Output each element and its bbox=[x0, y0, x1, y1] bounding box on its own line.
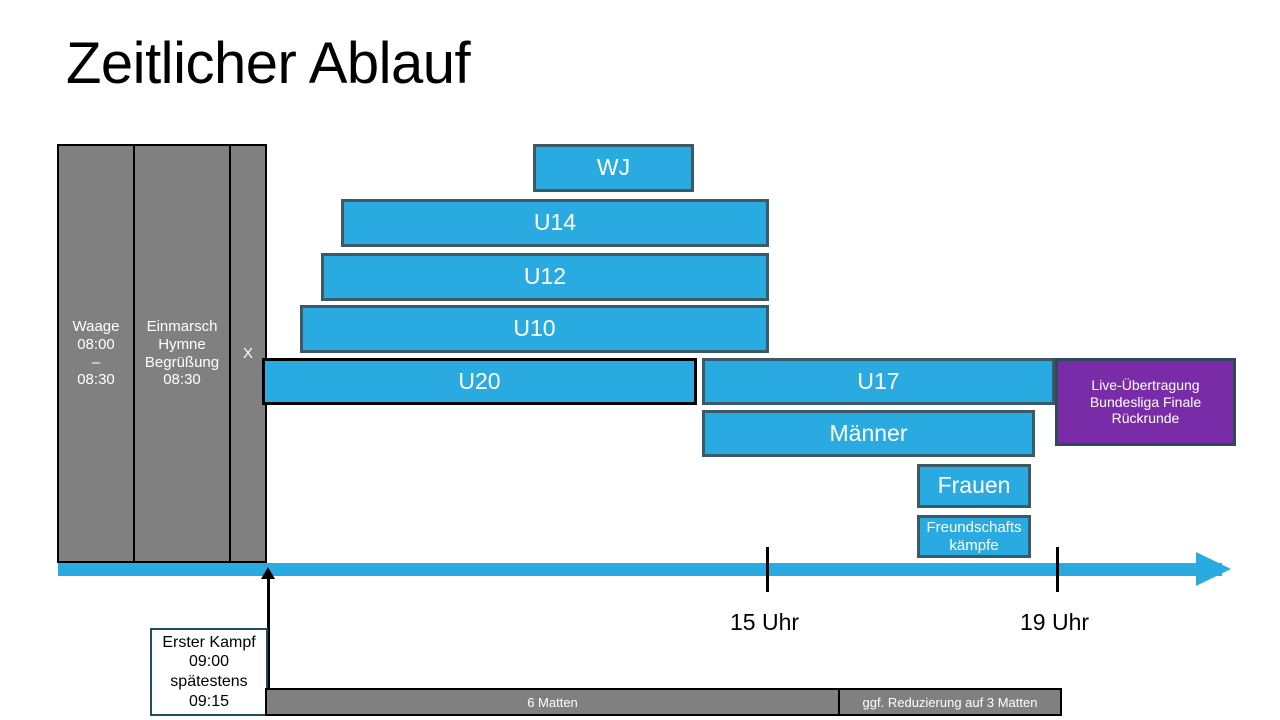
mat-segment-reduzierung: ggf. Reduzierung auf 3 Matten bbox=[838, 690, 1060, 714]
mat-segment-reduzierung-label: ggf. Reduzierung auf 3 Matten bbox=[862, 694, 1038, 710]
einmarsch-line-1: Einmarsch bbox=[146, 318, 218, 336]
age-bar-u12-label: U12 bbox=[523, 263, 567, 290]
age-bar-u12: U12 bbox=[321, 253, 769, 301]
age-bar-u20: U20 bbox=[262, 358, 697, 405]
timeline-tick-15-uhr bbox=[766, 547, 769, 592]
prep-block-x-label: X bbox=[242, 344, 253, 362]
waage-line-1: Waage bbox=[72, 318, 120, 336]
age-bar-freundschaftskaempfe: Freundschafts kämpfe bbox=[917, 515, 1031, 558]
waage-line-3: – bbox=[91, 353, 101, 371]
age-bar-u17-label: U17 bbox=[857, 367, 900, 394]
age-bar-freundschaftskaempfe-label: Freundschafts kämpfe bbox=[926, 519, 1021, 554]
mat-segment-6-matten-label: 6 Matten bbox=[527, 694, 578, 710]
mat-capacity-bar: 6 Matten ggf. Reduzierung auf 3 Matten bbox=[265, 688, 1062, 716]
callout-line-3: spätestens bbox=[170, 673, 248, 690]
age-bar-wj: WJ bbox=[533, 144, 694, 192]
callout-connector-line bbox=[267, 576, 270, 708]
broadcast-line-3: Rückrunde bbox=[1111, 410, 1180, 427]
prep-block-einmarsch-label: Einmarsch Hymne Begrüßung 08:30 bbox=[145, 318, 219, 389]
age-bar-u10-label: U10 bbox=[513, 315, 556, 342]
age-bar-frauen: Frauen bbox=[917, 464, 1031, 508]
live-broadcast-label: Live-Übertragung Bundesliga Finale Rückr… bbox=[1090, 377, 1201, 427]
timeline-axis bbox=[58, 563, 1222, 576]
waage-line-2: 08:00 bbox=[77, 335, 115, 353]
callout-line-1: Erster Kampf bbox=[162, 633, 256, 651]
age-bar-u14-label: U14 bbox=[533, 209, 577, 236]
page-title: Zeitlicher Ablauf bbox=[66, 31, 471, 96]
callout-erster-kampf: Erster Kampf 09:00 spätestens 09:15 bbox=[150, 628, 268, 716]
age-bar-u17: U17 bbox=[702, 358, 1055, 405]
broadcast-line-1: Live-Übertragung bbox=[1091, 377, 1200, 394]
prep-block-waage-label: Waage 08:00 – 08:30 bbox=[73, 318, 120, 389]
timeline-tick-19-uhr bbox=[1056, 547, 1059, 592]
einmarsch-line-2: Hymne bbox=[158, 335, 206, 353]
age-bar-maenner: Männer bbox=[702, 410, 1035, 457]
age-bar-frauen-label: Frauen bbox=[937, 472, 1011, 499]
mat-segment-6-matten: 6 Matten bbox=[267, 690, 838, 714]
prep-block-waage: Waage 08:00 – 08:30 bbox=[57, 144, 135, 563]
timeline-tick-label-19-uhr: 19 Uhr bbox=[1020, 609, 1090, 635]
freundschaft-line-1: Freundschafts bbox=[926, 518, 1022, 536]
age-bar-u20-label: U20 bbox=[458, 367, 501, 394]
freundschaft-line-2: kämpfe bbox=[949, 536, 999, 554]
age-bar-u10: U10 bbox=[300, 305, 769, 353]
broadcast-line-2: Bundesliga Finale bbox=[1089, 393, 1202, 410]
live-broadcast-box: Live-Übertragung Bundesliga Finale Rückr… bbox=[1055, 358, 1236, 446]
age-bar-wj-label: WJ bbox=[596, 154, 631, 181]
callout-arrow-icon bbox=[261, 567, 275, 579]
age-bar-u14: U14 bbox=[341, 199, 769, 247]
einmarsch-line-4: 08:30 bbox=[163, 371, 201, 389]
prep-block-einmarsch: Einmarsch Hymne Begrüßung 08:30 bbox=[134, 144, 231, 563]
callout-line-2: 09:00 bbox=[188, 653, 230, 671]
prep-block-x: X bbox=[230, 144, 267, 563]
age-bar-maenner-label: Männer bbox=[829, 419, 908, 446]
callout-erster-kampf-label: Erster Kampf 09:00 spätestens 09:15 bbox=[162, 633, 255, 711]
einmarsch-line-3: Begrüßung bbox=[144, 353, 220, 371]
waage-line-4: 08:30 bbox=[77, 371, 115, 389]
timeline-tick-label-15-uhr: 15 Uhr bbox=[730, 609, 800, 635]
callout-line-4: 09:15 bbox=[188, 692, 230, 710]
timeline-arrow-icon bbox=[1196, 552, 1231, 586]
